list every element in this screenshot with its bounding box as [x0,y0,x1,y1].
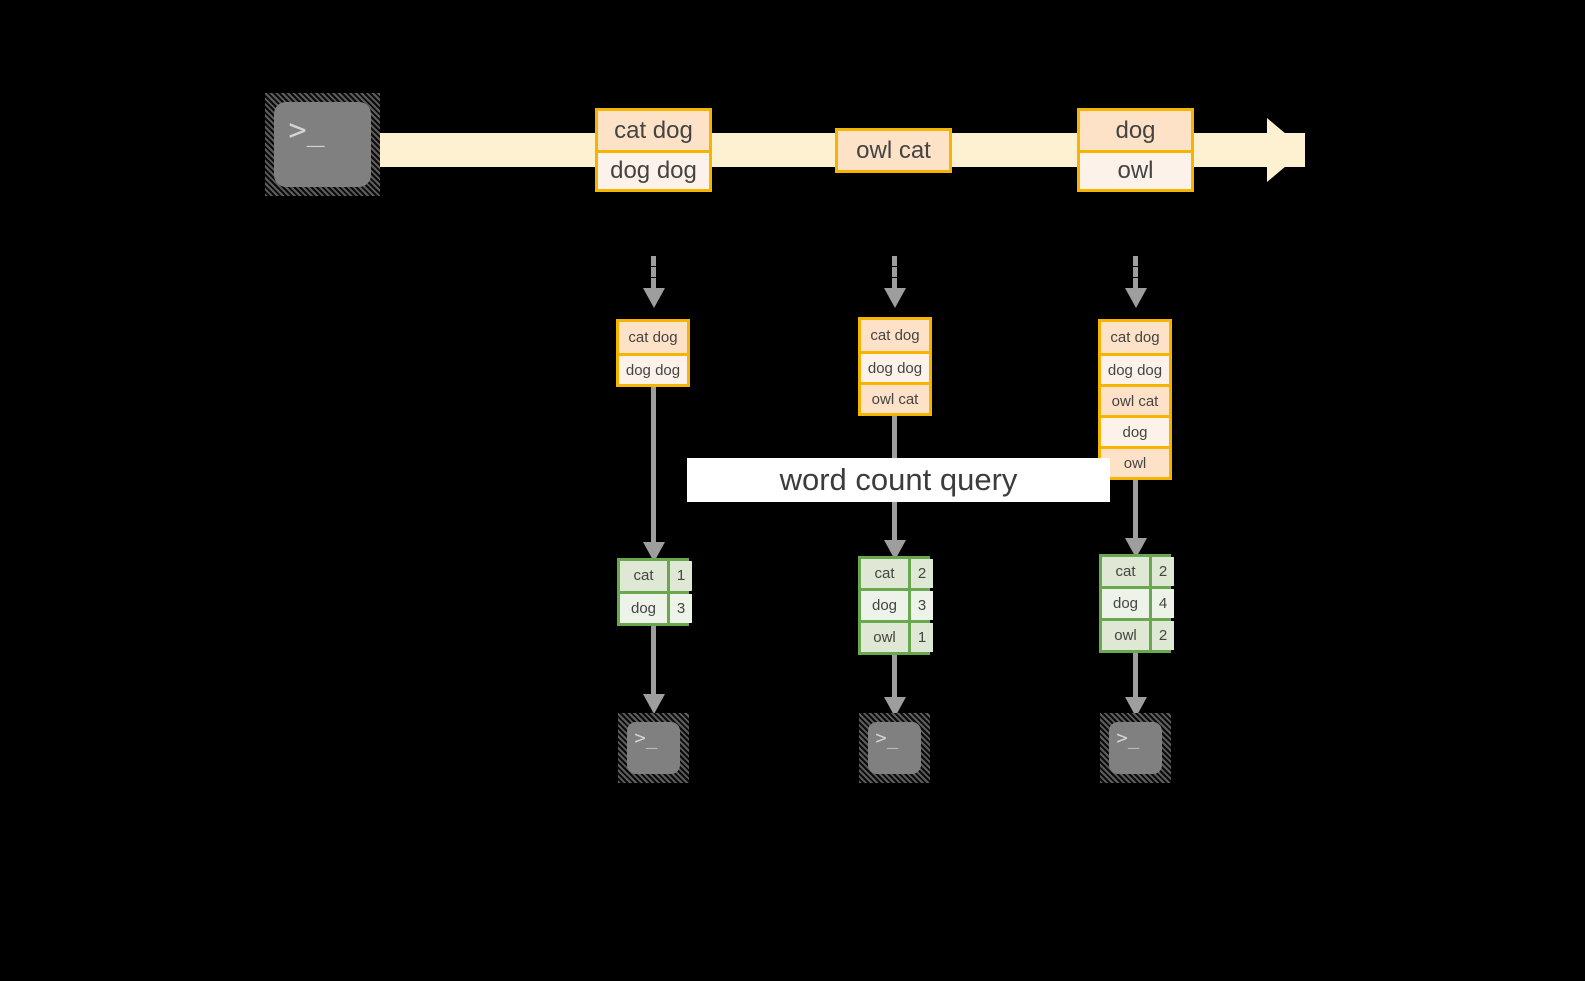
prompt-glyph: >_ [288,112,325,148]
result-count: 4 [1149,589,1174,618]
snapshot-2-output-arrow-line [892,655,897,697]
result-word: cat [620,561,667,591]
snapshot-2-input-stack: cat dog dog dog owl cat [858,317,932,416]
input-line: owl [1101,446,1169,477]
input-line: dog dog [619,353,687,384]
snapshot-1-output-arrow-head [643,694,665,714]
stream-message-group-2: owl cat [835,128,952,173]
snapshot-1-result-table: cat 1 dog 3 [617,558,692,626]
prompt-glyph: >_ [875,727,899,750]
result-count: 2 [1149,621,1174,650]
result-word: cat [1102,557,1149,586]
input-line: dog dog [1101,353,1169,384]
table-row: cat 2 [861,559,933,588]
stream-arrow-icon [1267,118,1305,182]
result-word: cat [861,559,908,588]
input-line: dog dog [861,351,929,382]
result-word: owl [1102,621,1149,650]
snapshot-2-consumer-terminal-icon: >_ [859,713,930,783]
input-line: owl cat [1101,384,1169,415]
snapshot-trigger-arrow-line [651,256,656,288]
snapshot-trigger-arrow-line [1133,256,1138,288]
snapshot-3-result-table: cat 2 dog 4 owl 2 [1099,554,1174,653]
snapshot-1-consumer-terminal-icon: >_ [618,713,689,783]
snapshot-trigger-arrow-head [1125,288,1147,308]
table-row: owl 2 [1102,618,1174,650]
stream-message-group-3: dog owl [1077,108,1194,192]
stream-message: cat dog [598,111,709,150]
snapshot-trigger-arrow-line [892,256,897,288]
query-label: word count query [779,462,1018,497]
result-word: owl [861,623,908,652]
snapshot-3-output-arrow-head [1125,697,1147,717]
result-word: dog [620,593,667,623]
stream-message: owl cat [838,131,949,170]
table-row: cat 1 [620,561,692,591]
stream-message-group-1: cat dog dog dog [595,108,712,192]
table-row: cat 2 [1102,557,1174,586]
result-count: 2 [908,559,933,588]
result-count: 2 [1149,557,1174,586]
prompt-glyph: >_ [634,727,658,750]
prompt-glyph: >_ [1116,727,1140,750]
table-row: dog 3 [620,590,692,623]
snapshot-2-output-arrow-head [884,697,906,717]
result-count: 1 [667,561,692,591]
result-word: dog [1102,589,1149,618]
snapshot-3-input-stack: cat dog dog dog owl cat dog owl [1098,319,1172,480]
snapshot-2-result-table: cat 2 dog 3 owl 1 [858,556,933,655]
input-line: cat dog [1101,322,1169,353]
snapshot-3-query-arrow-line [1133,480,1138,538]
snapshot-1-query-arrow-line [651,387,656,542]
snapshot-1-input-stack: cat dog dog dog [616,319,690,387]
snapshot-2-query-arrow-head [884,540,906,560]
snapshot-1-output-arrow-line [651,626,656,694]
stream-message: owl [1080,150,1191,189]
terminal-screen: >_ [274,102,371,187]
result-count: 3 [908,591,933,620]
terminal-screen: >_ [627,722,680,774]
result-count: 1 [908,623,933,652]
snapshot-3-query-arrow-head [1125,538,1147,558]
terminal-screen: >_ [1109,722,1162,774]
snapshot-3-consumer-terminal-icon: >_ [1100,713,1171,783]
table-row: dog 4 [1102,586,1174,618]
query-label-band: word count query [687,458,1110,502]
input-line: cat dog [619,322,687,353]
input-line: cat dog [861,320,929,351]
terminal-screen: >_ [868,722,921,774]
table-row: dog 3 [861,588,933,620]
result-count: 3 [667,593,692,623]
result-word: dog [861,591,908,620]
table-row: owl 1 [861,620,933,652]
stream-message: dog [1080,111,1191,150]
snapshot-1-query-arrow-head [643,542,665,562]
snapshot-trigger-arrow-head [884,288,906,308]
producer-terminal-icon: >_ [265,93,380,196]
input-line: owl cat [861,382,929,413]
snapshot-trigger-arrow-head [643,288,665,308]
snapshot-3-output-arrow-line [1133,653,1138,697]
stream-message: dog dog [598,150,709,189]
input-line: dog [1101,415,1169,446]
